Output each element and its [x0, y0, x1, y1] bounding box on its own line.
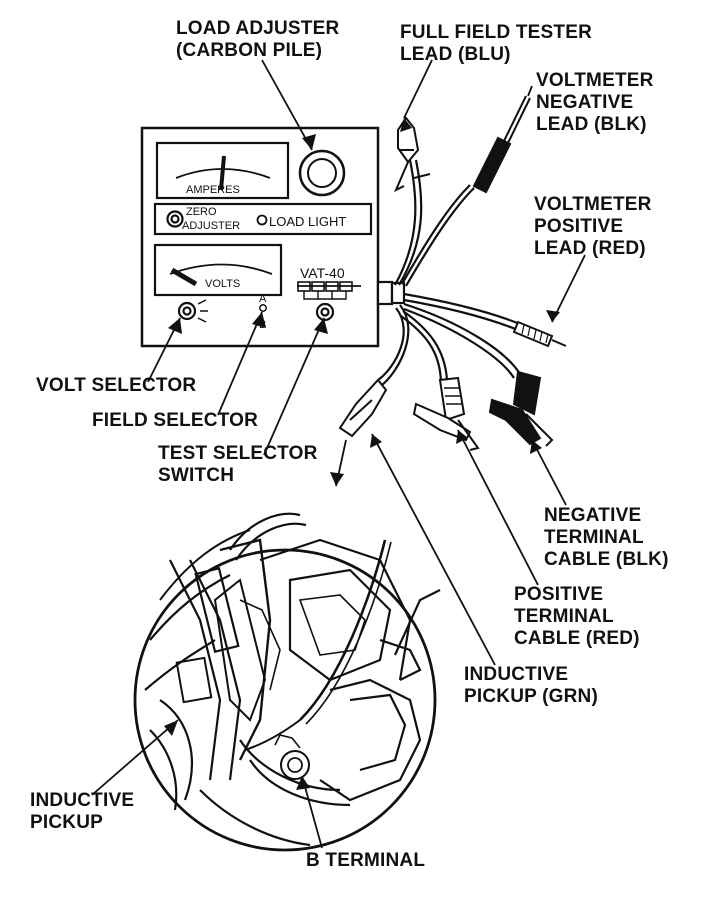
panel-load-light: LOAD LIGHT: [269, 214, 346, 229]
label-line: VOLTMETER: [534, 194, 652, 215]
zero-adjuster-knob: [166, 210, 184, 228]
ammeter-window: [155, 141, 290, 200]
label-volt-selector: VOLT SELECTOR: [36, 375, 196, 397]
label-line: LEAD (BLK): [536, 114, 647, 135]
arrowheads: [164, 118, 560, 790]
label-test-selector-switch: TEST SELECTOR SWITCH: [158, 443, 318, 487]
panel-amperes: AMPERES: [186, 184, 240, 196]
label-b-terminal: B TERMINAL: [306, 850, 425, 872]
panel-volts: VOLTS: [205, 278, 240, 290]
label-line: TERMINAL: [514, 606, 614, 627]
label-line: NEGATIVE: [536, 92, 634, 113]
label-line: LEAD (RED): [534, 238, 646, 259]
label-load-adjuster: LOAD ADJUSTER (CARBON PILE): [176, 18, 339, 62]
label-full-field-tester-lead: FULL FIELD TESTER LEAD (BLU): [400, 22, 592, 66]
voltmeter-positive-clip: [512, 320, 567, 348]
panel-zero: ZERO: [186, 206, 217, 218]
inductive-pickup-body: [175, 656, 213, 704]
panel-model: VAT-40: [300, 265, 345, 281]
label-line: INDUCTIVE: [30, 790, 135, 811]
negative-terminal-clamp: [488, 370, 554, 447]
label-line: TERMINAL: [544, 527, 644, 548]
label-line: VOLTMETER: [536, 70, 654, 91]
label-line: CABLE (BLK): [544, 549, 669, 570]
panel-adjuster: ADJUSTER: [182, 220, 240, 232]
label-positive-terminal-cable: POSITIVE TERMINAL CABLE (RED): [514, 584, 640, 650]
label-inductive-pickup-grn: INDUCTIVE PICKUP (GRN): [464, 664, 598, 708]
voltmeter-window: [153, 243, 283, 297]
inductive-pickup-clip: [338, 378, 388, 438]
label-field-selector: FIELD SELECTOR: [92, 410, 258, 432]
positive-terminal-clamp: [412, 376, 480, 451]
label-line: POSITIVE: [534, 216, 624, 237]
load-light-icon: [256, 214, 268, 226]
label-line: CABLE (RED): [514, 628, 640, 649]
tester-unit: [140, 126, 406, 348]
panel-field-b: B: [259, 319, 266, 331]
label-line: INDUCTIVE: [464, 664, 569, 685]
label-voltmeter-negative-lead: VOLTMETER NEGATIVE LEAD (BLK): [536, 70, 654, 136]
label-line: SWITCH: [158, 465, 235, 486]
voltmeter-needle: [170, 267, 198, 287]
cables: [377, 159, 521, 386]
panel-field-a: A: [259, 293, 267, 305]
label-negative-terminal-cable: NEGATIVE TERMINAL CABLE (BLK): [544, 505, 669, 571]
volt-selector-knob: [177, 301, 197, 321]
ammeter-needle: [219, 155, 226, 191]
field-selector-a: [259, 304, 267, 312]
detail-inset: [133, 512, 441, 852]
label-voltmeter-positive-lead: VOLTMETER POSITIVE LEAD (RED): [534, 194, 652, 260]
label-line: POSITIVE: [514, 584, 604, 605]
label-line: LEAD (BLU): [400, 44, 511, 65]
label-line: PICKUP: [30, 812, 103, 833]
label-line: NEGATIVE: [544, 505, 642, 526]
label-line: LOAD ADJUSTER: [176, 18, 340, 39]
voltmeter-negative-clip: [472, 95, 531, 194]
label-line: B TERMINAL: [306, 850, 426, 871]
b-terminal-nut: [280, 750, 310, 780]
panel-text: AMPERES ZERO ADJUSTER LOAD LIGHT VOLTS V…: [182, 184, 346, 331]
label-line: PICKUP (GRN): [464, 686, 598, 707]
label-line: FIELD SELECTOR: [92, 410, 259, 431]
test-selector-knob: [315, 302, 335, 322]
label-inductive-pickup: INDUCTIVE PICKUP: [30, 790, 134, 834]
label-line: TEST SELECTOR: [158, 443, 318, 464]
label-line: FULL FIELD TESTER: [400, 22, 592, 43]
label-line: VOLT SELECTOR: [36, 375, 197, 396]
load-adjuster-knob: [298, 149, 346, 197]
label-line: (CARBON PILE): [176, 40, 323, 61]
